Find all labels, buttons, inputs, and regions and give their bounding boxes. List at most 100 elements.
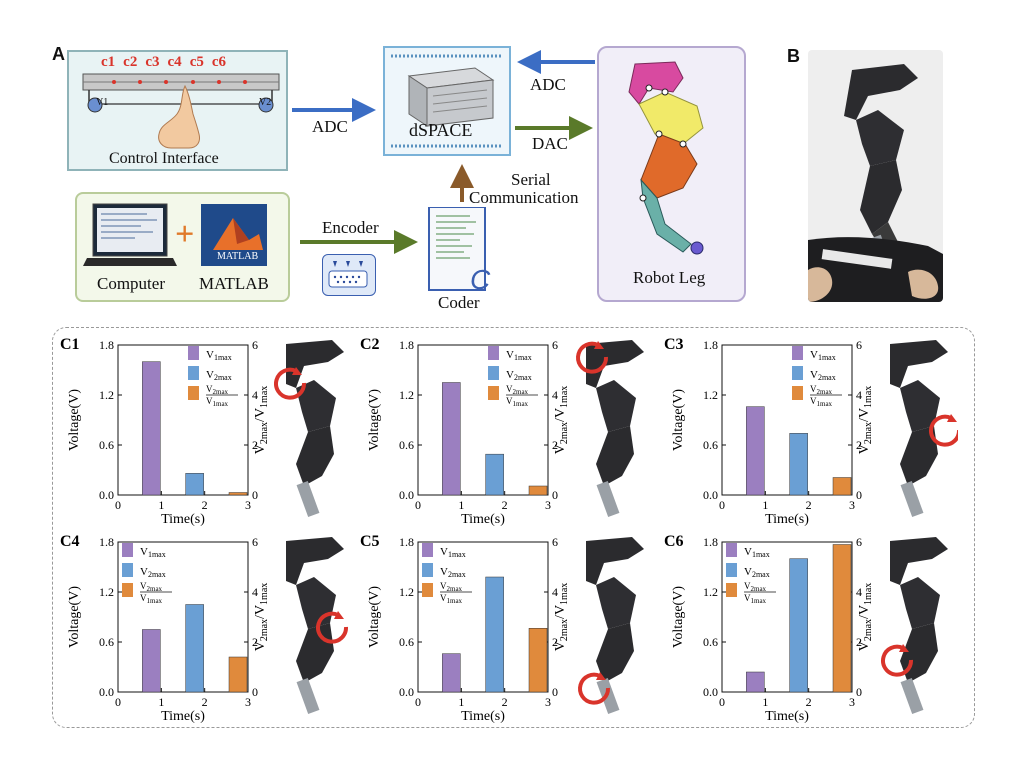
bar-v2max xyxy=(485,576,504,693)
bar-v2max-v1max xyxy=(528,485,548,496)
x-tick-label: 1 xyxy=(158,695,164,709)
coder-c-icon: C xyxy=(470,264,491,295)
legend-swatch xyxy=(792,366,803,380)
legend-swatch xyxy=(792,386,803,400)
y-tick-label-right: 6 xyxy=(252,338,258,352)
y-tick-label-right: 4 xyxy=(252,585,258,599)
channel-label: c1 xyxy=(101,54,116,70)
legend-label-v2: V2max xyxy=(506,369,532,382)
x-tick-label: 0 xyxy=(415,695,421,709)
bar-v1max xyxy=(746,406,765,496)
bar-v1max xyxy=(142,361,161,496)
x-tick-label: 1 xyxy=(762,695,768,709)
channel-label: c6 xyxy=(211,54,227,70)
legend-label-v2: V2max xyxy=(140,566,166,579)
y-tick-label-left: 1.2 xyxy=(703,388,718,402)
x-axis-title: Time(s) xyxy=(161,512,205,527)
x-tick-label: 0 xyxy=(415,498,421,512)
y-tick-label-right: 6 xyxy=(552,338,558,352)
v1-symbol: V1 xyxy=(96,97,109,108)
control-interface-label: Control Interface xyxy=(109,150,219,167)
channel-label: c3 xyxy=(145,54,160,70)
y-tick-label-left: 1.8 xyxy=(703,535,718,549)
legend-swatch xyxy=(726,583,737,597)
y-tick-label-left: 1.8 xyxy=(399,535,414,549)
legend-label-v2: V2max xyxy=(810,369,836,382)
x-tick-label: 1 xyxy=(458,498,464,512)
x-tick-label: 0 xyxy=(115,498,121,512)
y-tick-label-left: 1.2 xyxy=(99,388,114,402)
y-tick-label-right: 0 xyxy=(856,488,862,502)
legend-ratio-numerator: V2max xyxy=(744,581,767,593)
x-tick-label: 0 xyxy=(719,695,725,709)
x-tick-label: 2 xyxy=(806,498,812,512)
y-tick-label-left: 1.2 xyxy=(399,388,414,402)
legend-swatch xyxy=(488,346,499,360)
coder-graphic: C xyxy=(428,207,490,295)
v2-symbol: V2 xyxy=(259,97,272,108)
dac-label: DAC xyxy=(532,134,568,153)
plot-frame xyxy=(721,541,853,693)
y-tick-label-left: 0.6 xyxy=(99,635,114,649)
robot-leg-image xyxy=(578,537,644,715)
x-tick-label: 3 xyxy=(245,498,251,512)
y-tick-label-right: 4 xyxy=(856,388,862,402)
x-axis-title: Time(s) xyxy=(461,709,505,724)
legend-label-v2: V2max xyxy=(744,566,770,579)
x-tick-label: 2 xyxy=(202,498,208,512)
x-tick-label: 3 xyxy=(545,695,551,709)
legend-swatch xyxy=(488,366,499,380)
legend-swatch xyxy=(792,346,803,360)
plot-frame xyxy=(117,344,249,496)
chart-panel-label: C5 xyxy=(360,533,380,550)
y-tick-label-right: 4 xyxy=(856,585,862,599)
computer-matlab-box: + MATLAB Computer MATLAB xyxy=(75,192,290,302)
y-tick-label-right: 2 xyxy=(856,635,862,649)
x-tick-label: 3 xyxy=(849,498,855,512)
bar-v2max xyxy=(789,433,808,496)
rotation-arc-icon xyxy=(274,367,307,400)
y-tick-label-left: 0.6 xyxy=(399,635,414,649)
y-axis-title-left: Voltage(V) xyxy=(367,389,382,451)
legend-swatch xyxy=(188,386,199,400)
bar-v2max xyxy=(485,453,504,496)
panel-c-frame xyxy=(52,327,975,728)
y-tick-label-left: 0.6 xyxy=(703,635,718,649)
legend-label-v1: V1max xyxy=(140,546,166,559)
robot-leg-label: Robot Leg xyxy=(633,268,706,287)
robot-leg-graphic xyxy=(628,61,704,255)
x-axis-title: Time(s) xyxy=(161,709,205,724)
dspace-graphic xyxy=(391,54,503,148)
y-axis-title-left: Voltage(V) xyxy=(671,586,686,648)
adc-left-label: ADC xyxy=(312,117,348,136)
encoder-label: Encoder xyxy=(322,218,379,237)
channel-labels: c1 c2 c3 c4 c5 c6 xyxy=(101,54,226,71)
computer-label: Computer xyxy=(97,274,165,293)
y-tick-label-left: 0.0 xyxy=(399,488,414,502)
y-tick-label-left: 1.2 xyxy=(703,585,718,599)
bar-v2max-v1max xyxy=(528,628,548,693)
chart-panel-label: C3 xyxy=(664,336,684,353)
legend-ratio-numerator: V2max xyxy=(206,384,229,396)
plus-sign: + xyxy=(175,216,195,253)
y-tick-label-left: 0.0 xyxy=(99,488,114,502)
rotation-arc-icon xyxy=(929,414,962,447)
x-axis-title: Time(s) xyxy=(765,709,809,724)
y-tick-label-right: 0 xyxy=(552,685,558,699)
x-tick-label: 3 xyxy=(245,695,251,709)
y-tick-label-right: 6 xyxy=(856,535,862,549)
leg-photo-c3 xyxy=(878,336,962,526)
y-tick-label-right: 0 xyxy=(252,488,258,502)
bar-v2max-v1max xyxy=(832,477,852,496)
x-tick-label: 2 xyxy=(806,695,812,709)
y-tick-label-right: 2 xyxy=(252,438,258,452)
legend-ratio-denominator: V1max xyxy=(810,396,833,408)
y-axis-title-left: Voltage(V) xyxy=(67,586,82,648)
x-tick-label: 1 xyxy=(458,695,464,709)
chart-panel-label: C6 xyxy=(664,533,684,550)
